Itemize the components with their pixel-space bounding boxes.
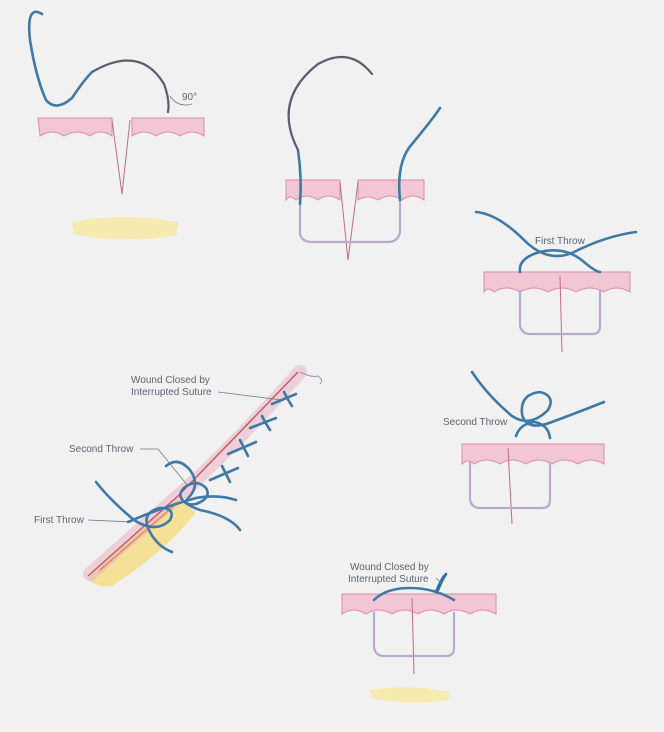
knot-base bbox=[514, 420, 552, 440]
suture-stitch bbox=[270, 390, 298, 408]
skin-right bbox=[131, 117, 205, 137]
skin-edge bbox=[341, 593, 497, 615]
trailing-suture bbox=[299, 371, 323, 385]
wound-incision bbox=[507, 447, 513, 525]
label-leader bbox=[87, 519, 133, 523]
wound-incision bbox=[111, 119, 131, 195]
curved-needle bbox=[287, 55, 374, 152]
suture-left-end bbox=[296, 148, 302, 206]
closed-label-line2: Interrupted Suture bbox=[348, 574, 429, 585]
panel-needle-entry: 90° bbox=[27, 10, 205, 240]
second-throw-label: Second Throw bbox=[443, 417, 508, 428]
closed-label-line1: Wound Closed by bbox=[131, 375, 210, 386]
panel-first-throw: First Throw bbox=[474, 210, 638, 353]
suture-strand-a bbox=[474, 210, 638, 258]
second-throw-label: Second Throw bbox=[69, 444, 134, 455]
fat-wedge bbox=[88, 498, 196, 587]
label-leader bbox=[435, 577, 443, 585]
skin-edge bbox=[483, 271, 631, 294]
first-throw-strand bbox=[126, 495, 238, 524]
interrupted-sutures bbox=[208, 371, 323, 484]
label-leader bbox=[140, 448, 189, 487]
closed-label-line2: Interrupted Suture bbox=[131, 387, 212, 398]
wound-edge-lower bbox=[99, 503, 177, 571]
label-leader bbox=[217, 391, 283, 401]
wound-incision bbox=[411, 597, 415, 675]
panel-perspective-view: Wound Closed by Interrupted Suture Secon… bbox=[34, 365, 323, 587]
skin-right bbox=[357, 179, 425, 201]
panel-wound-closed: Wound Closed by Interrupted Suture bbox=[341, 562, 497, 703]
skin-left bbox=[285, 179, 341, 202]
wound-incision bbox=[339, 181, 359, 261]
skin-edge bbox=[461, 443, 605, 466]
knot-loop bbox=[518, 249, 602, 274]
panel-needle-pass bbox=[285, 55, 442, 261]
fat-layer bbox=[370, 687, 450, 703]
suture-knot bbox=[470, 370, 606, 427]
suture-stitch bbox=[248, 414, 278, 432]
knot-ends bbox=[434, 572, 448, 594]
closed-label-line1: Wound Closed by bbox=[350, 562, 429, 573]
buried-loop bbox=[468, 462, 552, 510]
suture-stitch bbox=[208, 464, 240, 484]
suture-thread bbox=[27, 10, 94, 107]
suture-stitch bbox=[226, 438, 258, 458]
fat-layer bbox=[72, 217, 178, 240]
wound-incision bbox=[559, 275, 563, 353]
buried-loop bbox=[372, 612, 456, 658]
wound-line bbox=[87, 371, 299, 577]
suture-right-end bbox=[397, 106, 442, 202]
skin-left bbox=[37, 117, 113, 137]
angle-label: 90° bbox=[182, 92, 197, 103]
suture-top bbox=[372, 586, 456, 602]
first-throw-label: First Throw bbox=[535, 236, 586, 247]
curved-needle bbox=[90, 59, 170, 114]
buried-loop bbox=[298, 200, 402, 244]
first-throw-knot bbox=[94, 480, 174, 554]
buried-loop bbox=[518, 290, 602, 336]
panel-second-throw: Second Throw bbox=[443, 370, 606, 525]
first-throw-label: First Throw bbox=[34, 515, 85, 526]
angle-arc bbox=[169, 95, 193, 106]
